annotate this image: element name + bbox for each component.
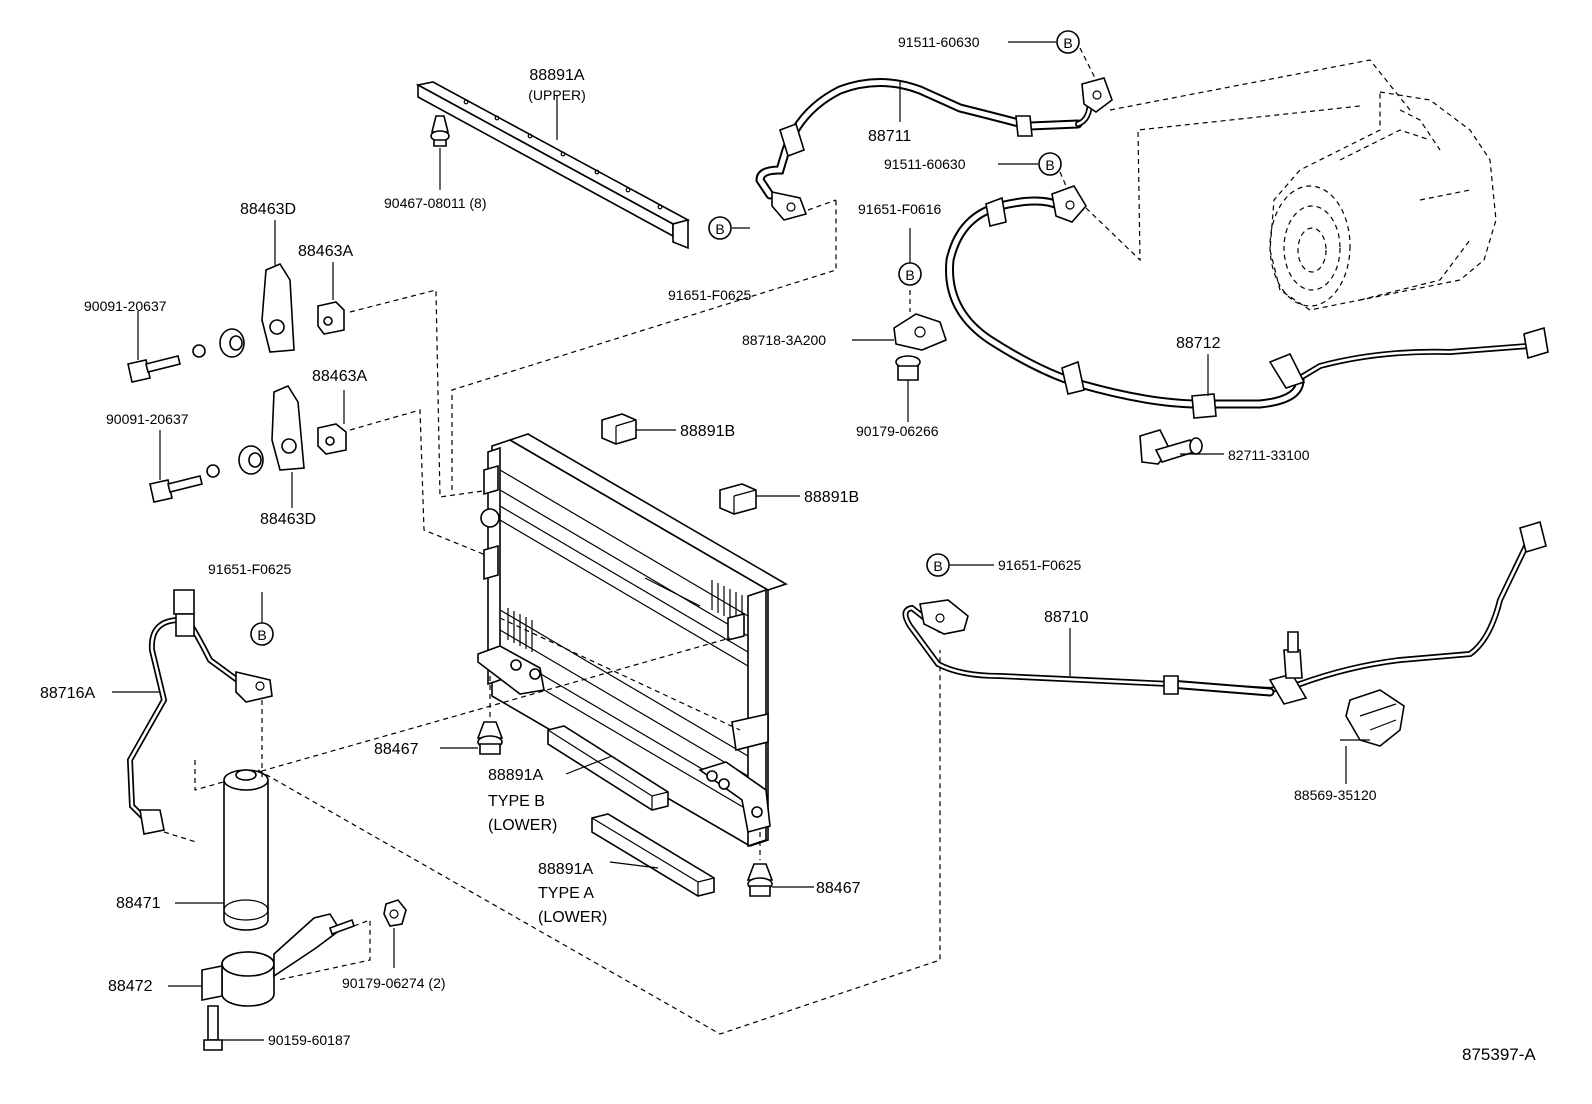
bracket-88472 <box>168 913 371 1007</box>
nut-90179-06274 <box>383 899 407 968</box>
label-88569: 88569-35120 <box>1294 787 1377 803</box>
ref-mark-b: B <box>933 558 942 574</box>
clip-90467-icon <box>430 115 450 190</box>
label-upper: (UPPER) <box>528 87 586 103</box>
label-88891B-1: 88891B <box>680 423 735 440</box>
label-91651-left: 91651-F0625 <box>208 561 292 577</box>
label-lower-a: (LOWER) <box>538 909 607 926</box>
label-88891A-typeB: 88891A <box>488 767 543 784</box>
pipe-88716A <box>112 589 273 843</box>
label-91651-F0616: 91651-F0616 <box>858 201 942 217</box>
label-88472: 88472 <box>108 978 153 995</box>
hose-88711 <box>755 59 1411 221</box>
label-88891A-upper: 88891A <box>529 67 584 84</box>
sensor-82711 <box>1139 429 1224 465</box>
condenser-core <box>477 433 788 848</box>
label-91651-F0625-top: 91651-F0625 <box>668 287 752 303</box>
clamp-88569 <box>1340 689 1405 784</box>
bolt-90091-top <box>127 311 245 383</box>
label-88463D-bottom: 88463D <box>260 511 316 528</box>
label-90179-06274: 90179-06274 (2) <box>342 975 446 991</box>
cushion-88467-right <box>746 832 814 897</box>
ref-mark-b: B <box>1045 157 1054 173</box>
label-88471: 88471 <box>116 895 161 912</box>
label-88891B-2: 88891B <box>804 489 859 506</box>
block-88891B-lower <box>719 483 800 515</box>
label-90091-top: 90091-20637 <box>84 298 167 314</box>
ref-mark-b: B <box>257 627 266 643</box>
part-labels: 88891A (UPPER) 90467-08011 (8) 88463D 88… <box>40 34 1536 1064</box>
ref-mark-b: B <box>905 267 914 283</box>
upper-seal-88891A <box>415 81 691 250</box>
label-typeB: TYPE B <box>488 793 545 810</box>
label-88463A-top: 88463A <box>298 243 353 260</box>
drawing-number: 875397-A <box>1462 1045 1536 1064</box>
label-88467-left: 88467 <box>374 741 419 758</box>
clamp-88718 <box>852 290 947 351</box>
hose-88712 <box>945 105 1549 419</box>
label-88718: 88718-3A200 <box>742 332 826 348</box>
ref-mark-b: B <box>715 221 724 237</box>
label-88711: 88711 <box>868 128 911 145</box>
ref-mark-b: B <box>1063 35 1072 51</box>
label-typeA: TYPE A <box>538 885 594 902</box>
label-90159: 90159-60187 <box>268 1032 351 1048</box>
label-88467-right: 88467 <box>816 880 861 897</box>
label-88463D-top: 88463D <box>240 201 296 218</box>
label-90179-06266: 90179-06266 <box>856 423 939 439</box>
bracket-88463A-top <box>317 262 345 335</box>
bolt-90159 <box>203 1005 264 1051</box>
receiver-drier-88471 <box>175 769 269 931</box>
label-91511-top: 91511-60630 <box>898 34 980 50</box>
label-88710: 88710 <box>1044 609 1089 626</box>
label-91511-mid: 91511-60630 <box>884 156 966 172</box>
compressor-icon <box>1269 91 1497 311</box>
bracket-88463A-bottom <box>317 390 347 455</box>
bracket-88463D-bottom <box>271 384 305 508</box>
lower-seal-typeA <box>591 813 715 897</box>
label-88463A-bottom: 88463A <box>312 368 367 385</box>
label-88716A: 88716A <box>40 685 95 702</box>
label-82711: 82711-33100 <box>1228 447 1310 463</box>
label-88891A-typeA: 88891A <box>538 861 593 878</box>
bolt-90091-bottom <box>149 430 264 503</box>
label-90091-bottom: 90091-20637 <box>106 411 189 427</box>
bolt-90179-06266 <box>895 355 921 422</box>
label-91651-right: 91651-F0625 <box>998 557 1082 573</box>
block-88891B-upper <box>601 413 676 445</box>
cushion-88467-left <box>440 676 504 755</box>
label-lower-b: (LOWER) <box>488 817 557 834</box>
bracket-88463D-top <box>261 220 295 353</box>
label-90467: 90467-08011 (8) <box>384 195 486 211</box>
ref-circles: B B B B B B <box>250 30 1080 646</box>
lower-seal-typeB <box>547 725 669 811</box>
label-88712: 88712 <box>1176 335 1221 352</box>
pipe-88710 <box>902 520 1547 705</box>
